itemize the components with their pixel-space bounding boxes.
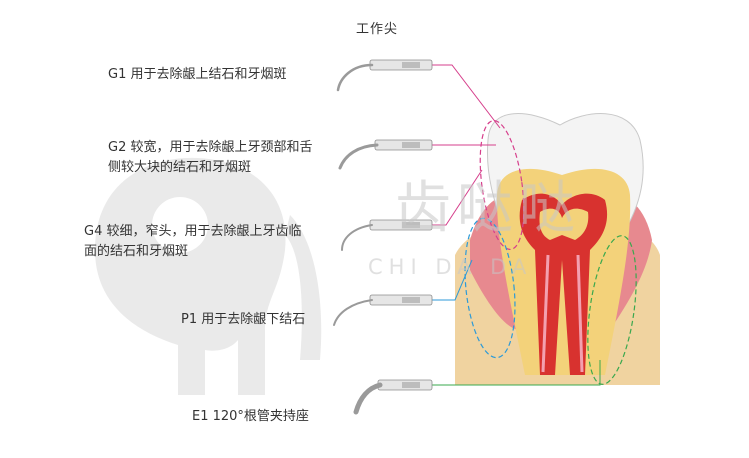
tip-g1-icon [336,59,433,92]
tip-label-e1-line-1: E1 120°根管夹持座 [192,409,309,424]
tip-label-g2-line-1: G2 较宽，用于去除龈上牙颈部和舌 [108,140,313,155]
tip-label-g4-line-1: G4 较细，窄头，用于去除龈上牙齿临 [84,224,302,239]
tooth-illustration [455,113,660,385]
root-canal-left [541,254,550,373]
leader-line-g1 [432,64,501,129]
region-p1-ellipse [464,217,516,359]
region-e1-ellipse [587,235,637,385]
tip-label-g2-line-2: 侧较大块的结石和牙烟斑 [108,160,252,175]
tip-label-p1: P1 用于去除龈下结石 [181,310,305,330]
scaler-tips [333,59,433,415]
leader-lines [432,64,601,386]
tip-label-g4: G4 较细，窄头，用于去除龈上牙齿临 面的结石和牙烟斑 [84,222,301,262]
tip-p1-icon [333,294,433,326]
watermark-text-en: CHI DA DA [368,255,533,279]
watermark-text-cn: 齿哒哒 [395,176,581,241]
tip-label-g4-line-2: 面的结石和牙烟斑 [84,244,189,259]
tip-e1-icon [353,379,433,415]
diagram-title: 工作尖 [356,22,399,37]
tip-label-g2: G2 较宽，用于去除龈上牙颈部和舌 侧较大块的结石和牙烟斑 [108,138,312,178]
tip-g4-icon [341,219,433,251]
tip-label-g1-line-1: G1 用于去除龈上结石和牙烟斑 [108,67,287,82]
tip-label-g1: G1 用于去除龈上结石和牙烟斑 [108,65,286,85]
leader-line-p1 [432,259,473,301]
watermark-elephant-logo [95,157,322,395]
pulp-inner [539,208,589,240]
leader-line-e1 [432,360,601,386]
leader-line-g4 [432,169,483,226]
root-canal-right [576,254,584,373]
tip-g2-icon [338,139,433,170]
pulp-chamber [519,193,608,375]
tip-label-p1-line-1: P1 用于去除龈下结石 [181,312,306,327]
tip-label-e1: E1 120°根管夹持座 [192,407,309,427]
region-g-crown-ellipse [479,119,525,251]
